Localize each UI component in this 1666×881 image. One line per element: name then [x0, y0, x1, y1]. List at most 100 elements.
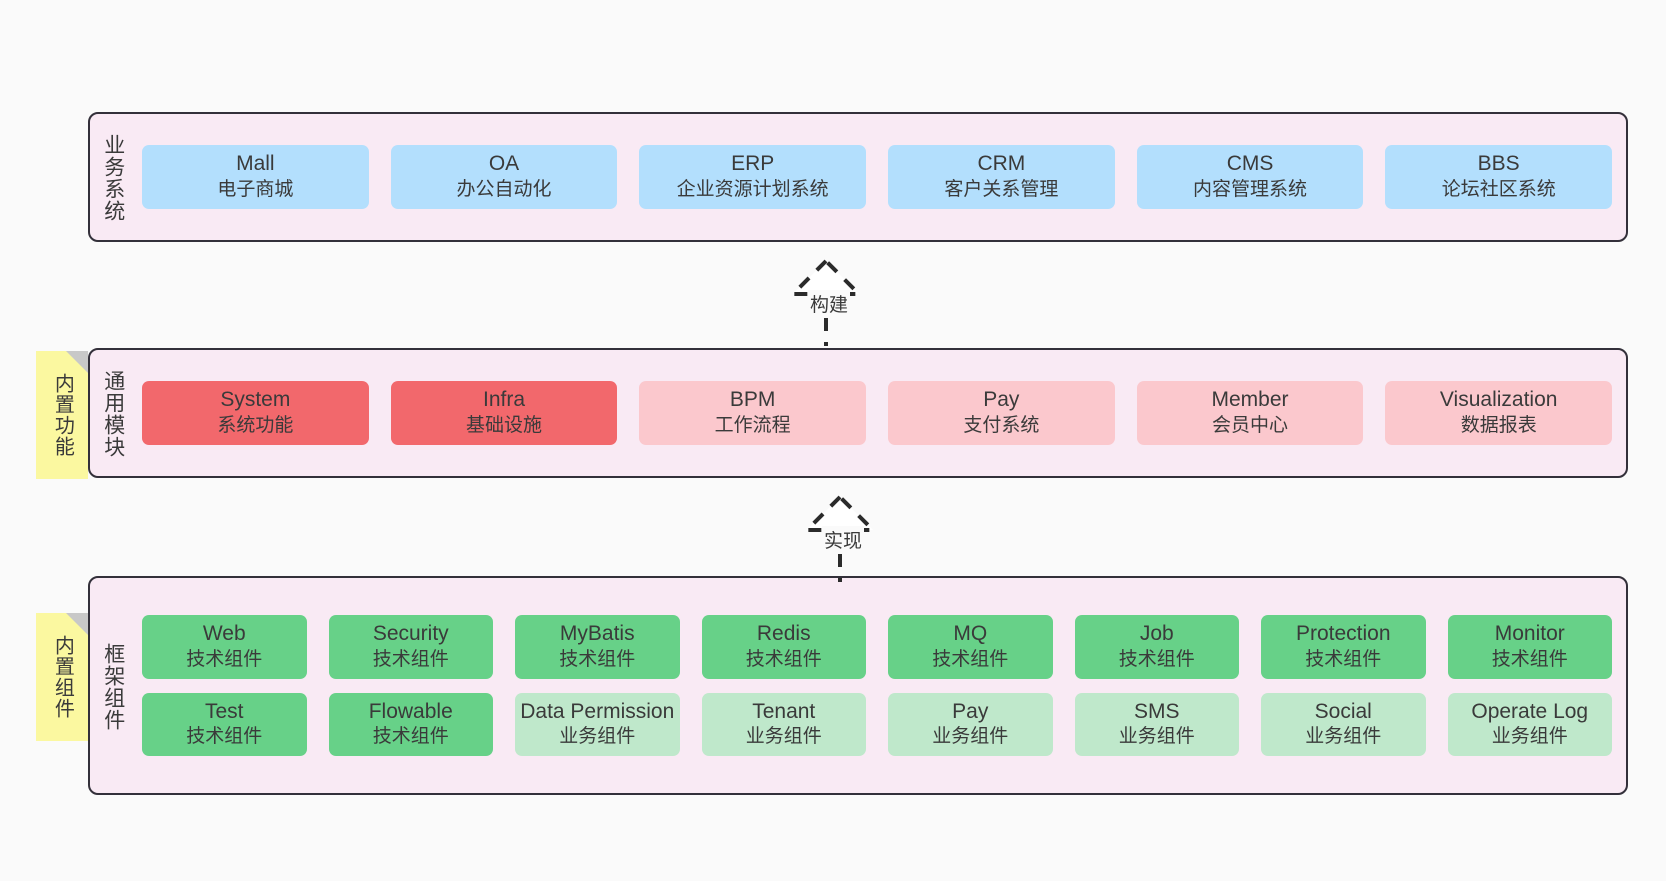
card-cms[interactable]: CMS 内容管理系统: [1136, 145, 1364, 209]
card-title: System: [220, 388, 291, 412]
card-subtitle: 客户关系管理: [944, 179, 1059, 201]
card-sms[interactable]: SMS 业务组件: [1074, 692, 1239, 756]
card-pay-business[interactable]: Pay 业务组件: [888, 692, 1053, 756]
card-social[interactable]: Social 业务组件: [1261, 692, 1426, 756]
sticky-note-builtin-components[interactable]: 内置组件: [36, 613, 88, 741]
card-title: ERP: [731, 152, 775, 176]
card-title: Operate Log: [1471, 699, 1589, 723]
layer-body-business: Mall 电子商城 OA 办公自动化 ERP 企业资源计划系统 CRM 客户关系…: [136, 114, 1626, 240]
card-job[interactable]: Job 技术组件: [1074, 615, 1239, 679]
card-infra[interactable]: Infra 基础设施: [390, 381, 618, 445]
card-title: Visualization: [1439, 388, 1558, 412]
card-crm[interactable]: CRM 客户关系管理: [888, 145, 1115, 209]
card-subtitle: 业务组件: [559, 726, 636, 748]
sticky-note-builtin-features[interactable]: 内置功能: [36, 351, 88, 479]
card-subtitle: 工作流程: [714, 415, 791, 437]
card-subtitle: 数据报表: [1460, 415, 1537, 437]
card-erp[interactable]: ERP 企业资源计划系统: [639, 145, 867, 209]
card-flowable[interactable]: Flowable 技术组件: [328, 692, 493, 756]
card-pay[interactable]: Pay 支付系统: [888, 381, 1115, 445]
card-mybatis[interactable]: MyBatis 技术组件: [515, 615, 680, 679]
card-title: Test: [204, 699, 244, 723]
card-subtitle: 技术组件: [1305, 649, 1382, 671]
card-subtitle: 内容管理系统: [1193, 179, 1308, 201]
card-title: Monitor: [1494, 622, 1565, 646]
card-mq[interactable]: MQ 技术组件: [888, 615, 1053, 679]
card-subtitle: 基础设施: [466, 415, 543, 437]
card-subtitle: 电子商城: [217, 179, 294, 201]
card-title: CMS: [1226, 152, 1274, 176]
card-operate-log[interactable]: Operate Log 业务组件: [1447, 692, 1612, 756]
card-subtitle: 业务组件: [1305, 726, 1382, 748]
card-subtitle: 技术组件: [1491, 649, 1568, 671]
card-subtitle: 系统功能: [217, 415, 294, 437]
card-title: Member: [1211, 388, 1289, 412]
card-title: Social: [1314, 699, 1372, 723]
card-title: Tenant: [752, 699, 816, 723]
folded-corner-icon: [66, 351, 88, 373]
card-title: Security: [372, 622, 449, 646]
connector-build-label: 构建: [808, 290, 851, 317]
card-subtitle: 业务组件: [745, 726, 822, 748]
card-row: Web 技术组件 Security 技术组件 MyBatis 技术组件 Redi…: [142, 615, 1612, 679]
card-title: OA: [488, 152, 520, 176]
card-title: Pay: [983, 388, 1020, 412]
card-subtitle: 技术组件: [186, 649, 263, 671]
card-title: BPM: [729, 388, 776, 412]
folded-corner-icon: [66, 613, 88, 635]
card-row: Mall 电子商城 OA 办公自动化 ERP 企业资源计划系统 CRM 客户关系…: [142, 145, 1613, 209]
card-subtitle: 论坛社区系统: [1441, 179, 1556, 201]
layer-label-business: 业务系统: [101, 134, 125, 222]
card-subtitle: 技术组件: [745, 649, 822, 671]
card-data-permission[interactable]: Data Permission 业务组件: [515, 692, 680, 756]
card-mall[interactable]: Mall 电子商城: [142, 145, 369, 209]
layer-body-common-modules: System 系统功能 Infra 基础设施 BPM 工作流程 Pay 支付系统…: [136, 350, 1626, 476]
card-title: Protection: [1295, 622, 1391, 646]
layer-panel-common-modules[interactable]: 通用模块 System 系统功能 Infra 基础设施 BPM 工作流程 Pay…: [88, 348, 1628, 478]
card-bpm[interactable]: BPM 工作流程: [639, 381, 867, 445]
layer-body-framework-components: Web 技术组件 Security 技术组件 MyBatis 技术组件 Redi…: [136, 578, 1626, 793]
card-subtitle: 技术组件: [1118, 649, 1195, 671]
card-row: Test 技术组件 Flowable 技术组件 Data Permission …: [142, 692, 1612, 756]
card-test[interactable]: Test 技术组件: [142, 692, 307, 756]
card-visualization[interactable]: Visualization 数据报表: [1385, 381, 1613, 445]
card-subtitle: 会员中心: [1212, 415, 1289, 437]
card-title: MQ: [953, 622, 988, 646]
card-title: BBS: [1477, 152, 1520, 176]
card-monitor[interactable]: Monitor 技术组件: [1447, 615, 1612, 679]
card-title: Web: [202, 622, 246, 646]
card-redis[interactable]: Redis 技术组件: [701, 615, 866, 679]
card-protection[interactable]: Protection 技术组件: [1261, 615, 1426, 679]
card-subtitle: 技术组件: [559, 649, 636, 671]
card-subtitle: 支付系统: [963, 415, 1040, 437]
card-subtitle: 技术组件: [372, 726, 449, 748]
card-web[interactable]: Web 技术组件: [142, 615, 307, 679]
card-bbs[interactable]: BBS 论坛社区系统: [1385, 145, 1613, 209]
card-subtitle: 办公自动化: [456, 179, 552, 201]
sticky-note-label: 内置组件: [51, 635, 74, 719]
card-title: Redis: [756, 622, 811, 646]
layer-panel-framework-components[interactable]: 框架组件 Web 技术组件 Security 技术组件 MyBatis 技术组件…: [88, 576, 1628, 795]
card-title: CRM: [977, 152, 1026, 176]
card-title: Flowable: [368, 699, 453, 723]
card-oa[interactable]: OA 办公自动化: [390, 145, 618, 209]
card-tenant[interactable]: Tenant 业务组件: [701, 692, 866, 756]
card-member[interactable]: Member 会员中心: [1136, 381, 1364, 445]
card-subtitle: 业务组件: [1118, 726, 1195, 748]
card-title: Job: [1139, 622, 1174, 646]
card-subtitle: 技术组件: [372, 649, 449, 671]
card-subtitle: 业务组件: [932, 726, 1009, 748]
card-title: SMS: [1133, 699, 1180, 723]
layer-label-framework-components: 框架组件: [101, 642, 125, 731]
card-title: Data Permission: [520, 699, 675, 723]
card-subtitle: 技术组件: [186, 726, 263, 748]
card-security[interactable]: Security 技术组件: [328, 615, 493, 679]
card-system[interactable]: System 系统功能: [142, 381, 369, 445]
card-subtitle: 技术组件: [932, 649, 1009, 671]
card-title: Infra: [482, 388, 526, 412]
layer-panel-business[interactable]: 业务系统 Mall 电子商城 OA 办公自动化 ERP 企业资源计划系统 CRM…: [88, 112, 1628, 242]
card-subtitle: 业务组件: [1491, 726, 1568, 748]
card-title: Mall: [236, 152, 275, 176]
sticky-note-label: 内置功能: [51, 373, 74, 457]
